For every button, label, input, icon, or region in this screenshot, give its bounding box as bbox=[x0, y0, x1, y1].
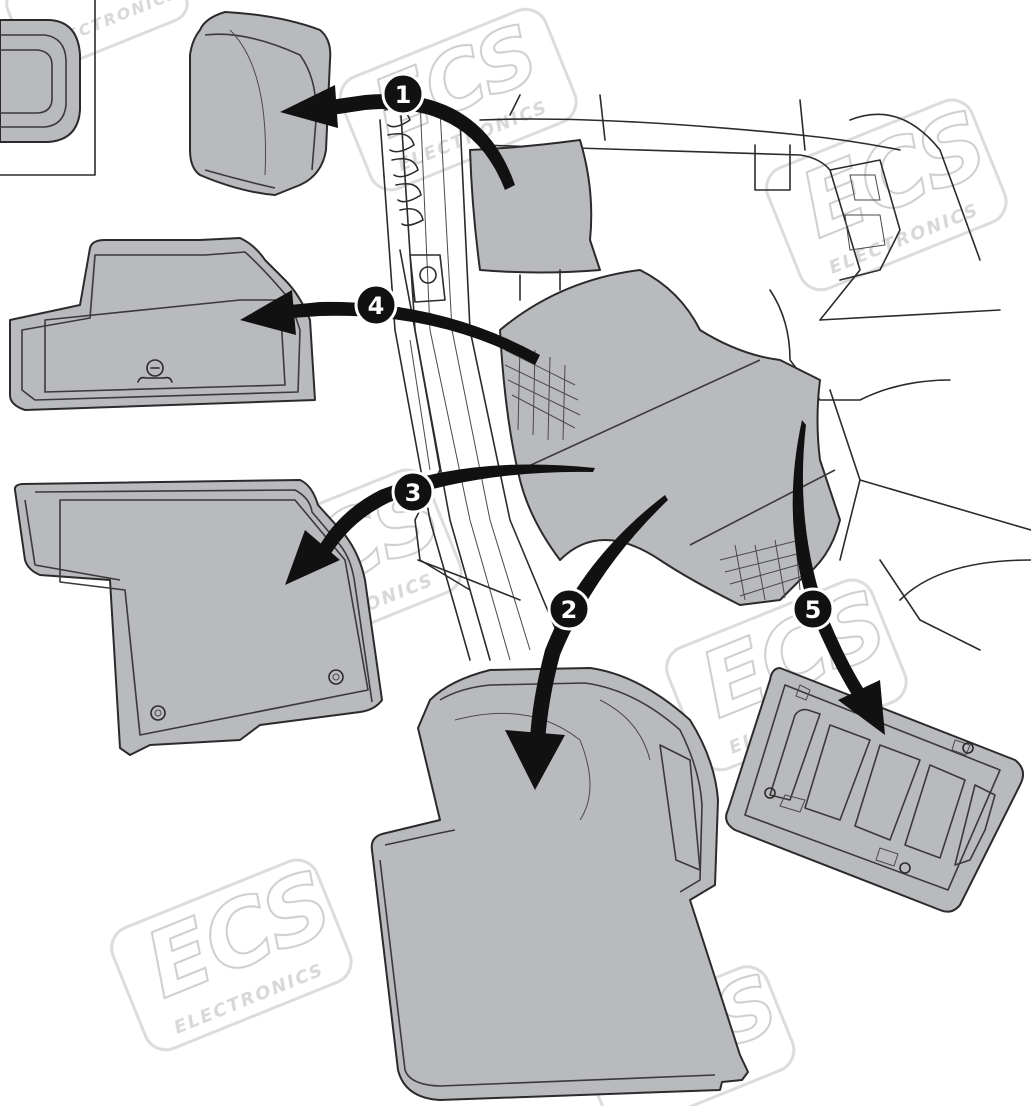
part-driver-floor-mat bbox=[372, 668, 748, 1100]
part-side-floor-panel bbox=[15, 480, 382, 755]
step-number: 2 bbox=[561, 596, 578, 624]
step-badge-2: 2 bbox=[549, 589, 589, 629]
step-number: 3 bbox=[405, 479, 422, 507]
installed-floor-mat bbox=[500, 270, 840, 605]
step-number: 1 bbox=[395, 81, 412, 109]
step-badge-1: 1 bbox=[383, 74, 423, 114]
step-badge-4: 4 bbox=[356, 285, 396, 325]
step-badge-5: 5 bbox=[793, 589, 833, 629]
step-badge-3: 3 bbox=[393, 472, 433, 512]
watermark-bottom-left: ECS ELECTRONICS bbox=[104, 851, 358, 1057]
watermark-top-right: ECS ELECTRONICS bbox=[759, 91, 1013, 297]
step-number: 5 bbox=[805, 596, 822, 624]
step-number: 4 bbox=[368, 292, 385, 320]
